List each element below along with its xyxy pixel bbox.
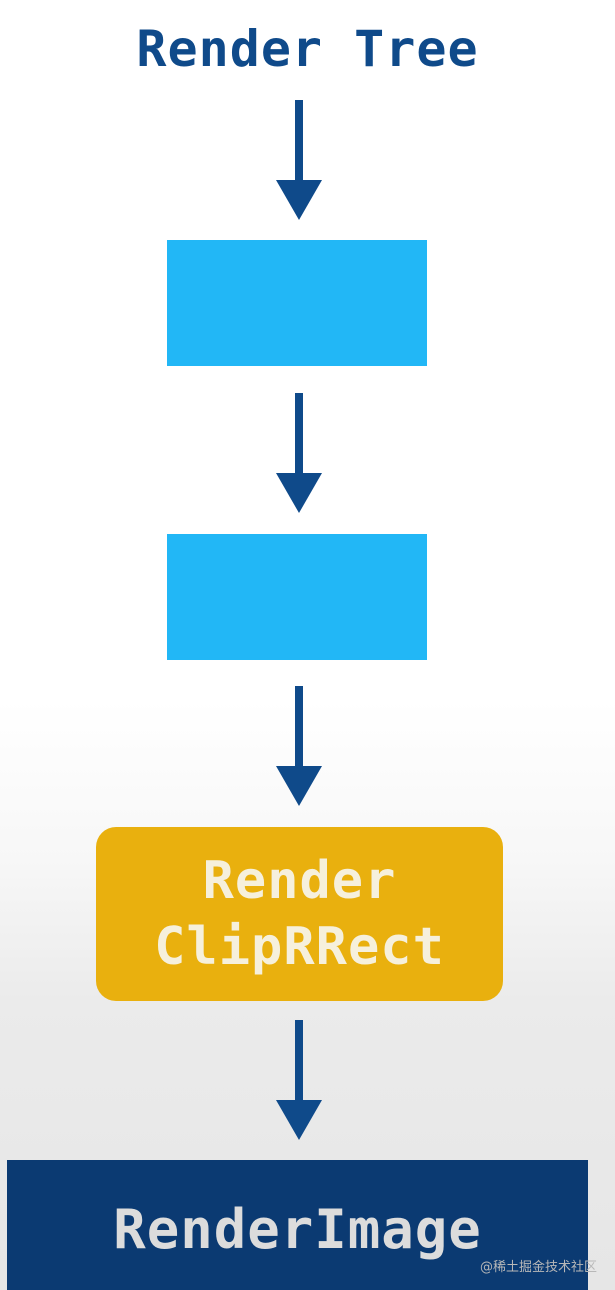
render-image-label: RenderImage <box>113 1198 482 1261</box>
arrow-down-icon <box>276 100 322 220</box>
arrow-down-icon <box>276 393 322 513</box>
render-cliprrect-label-line-1: Render <box>202 851 397 911</box>
render-cliprrect-label-line-2: ClipRRect <box>154 917 445 977</box>
arrow-down-icon <box>276 1020 322 1140</box>
watermark: @稀土掘金技术社区 <box>479 1260 597 1275</box>
render-image-node: RenderImage <box>7 1160 588 1290</box>
blue-node-2 <box>167 534 427 660</box>
arrow-down-icon <box>276 686 322 806</box>
render-cliprrect-node: Render ClipRRect <box>96 827 503 1001</box>
blue-node-1 <box>167 240 427 366</box>
diagram-title: Render Tree <box>136 20 479 78</box>
